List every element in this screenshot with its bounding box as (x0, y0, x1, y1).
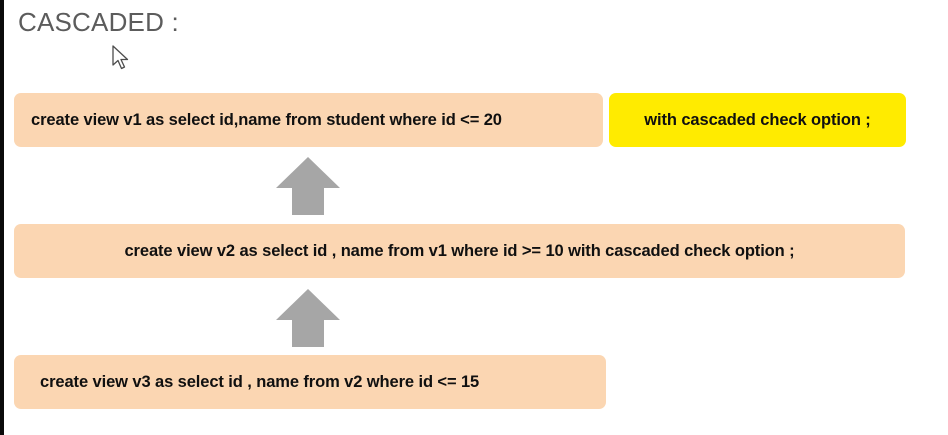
statement-box-v1: create view v1 as select id,name from st… (14, 93, 603, 147)
statement-box-check-option: with cascaded check option ; (609, 93, 906, 147)
statement-text-check-option: with cascaded check option ; (644, 110, 871, 129)
up-arrow-icon-v2-to-v1 (275, 155, 341, 217)
statement-text-v1: create view v1 as select id,name from st… (31, 110, 502, 129)
page-title: CASCADED : (18, 7, 179, 37)
statement-text-v3: create view v3 as select id , name from … (40, 372, 480, 391)
statement-box-v3: create view v3 as select id , name from … (14, 355, 606, 409)
statement-box-v2: create view v2 as select id , name from … (14, 224, 905, 278)
capture-left-edge-bar (0, 0, 4, 435)
up-arrow-icon-v3-to-v2 (275, 287, 341, 349)
statement-text-v2: create view v2 as select id , name from … (124, 241, 795, 260)
mouse-cursor-icon (112, 45, 130, 71)
